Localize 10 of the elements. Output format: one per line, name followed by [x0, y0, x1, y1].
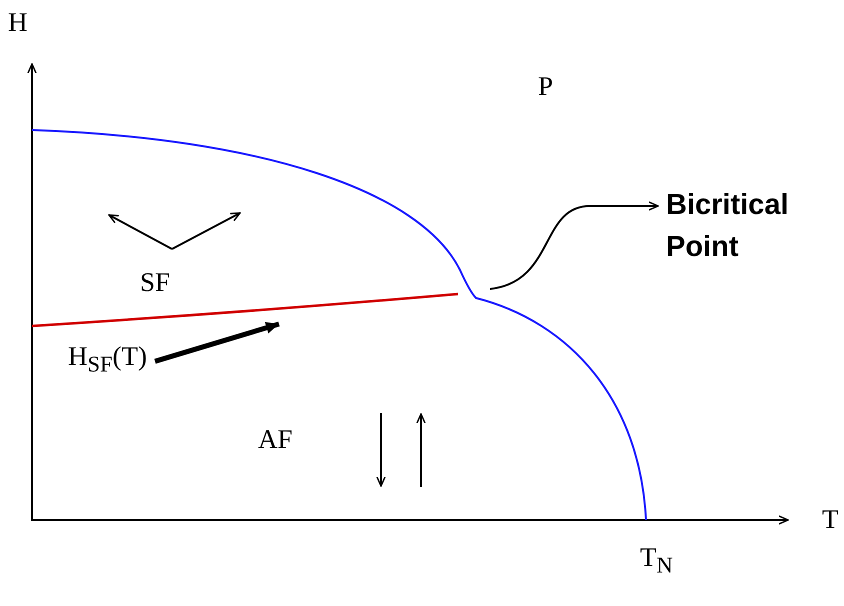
leader-arrow: [490, 201, 659, 290]
region-label: AF: [258, 425, 293, 455]
region-label: P: [538, 72, 554, 102]
region-label: SF: [140, 268, 170, 298]
axis-label: H: [8, 8, 28, 38]
leader-arrow: [154, 322, 280, 364]
annotation-label: H$_{SF}$(T): [68, 342, 154, 378]
axis-tick-label: T$_{N}$: [640, 543, 673, 578]
annotation-label: Bicritical Point: [666, 184, 841, 268]
axis-label: T: [822, 505, 838, 535]
